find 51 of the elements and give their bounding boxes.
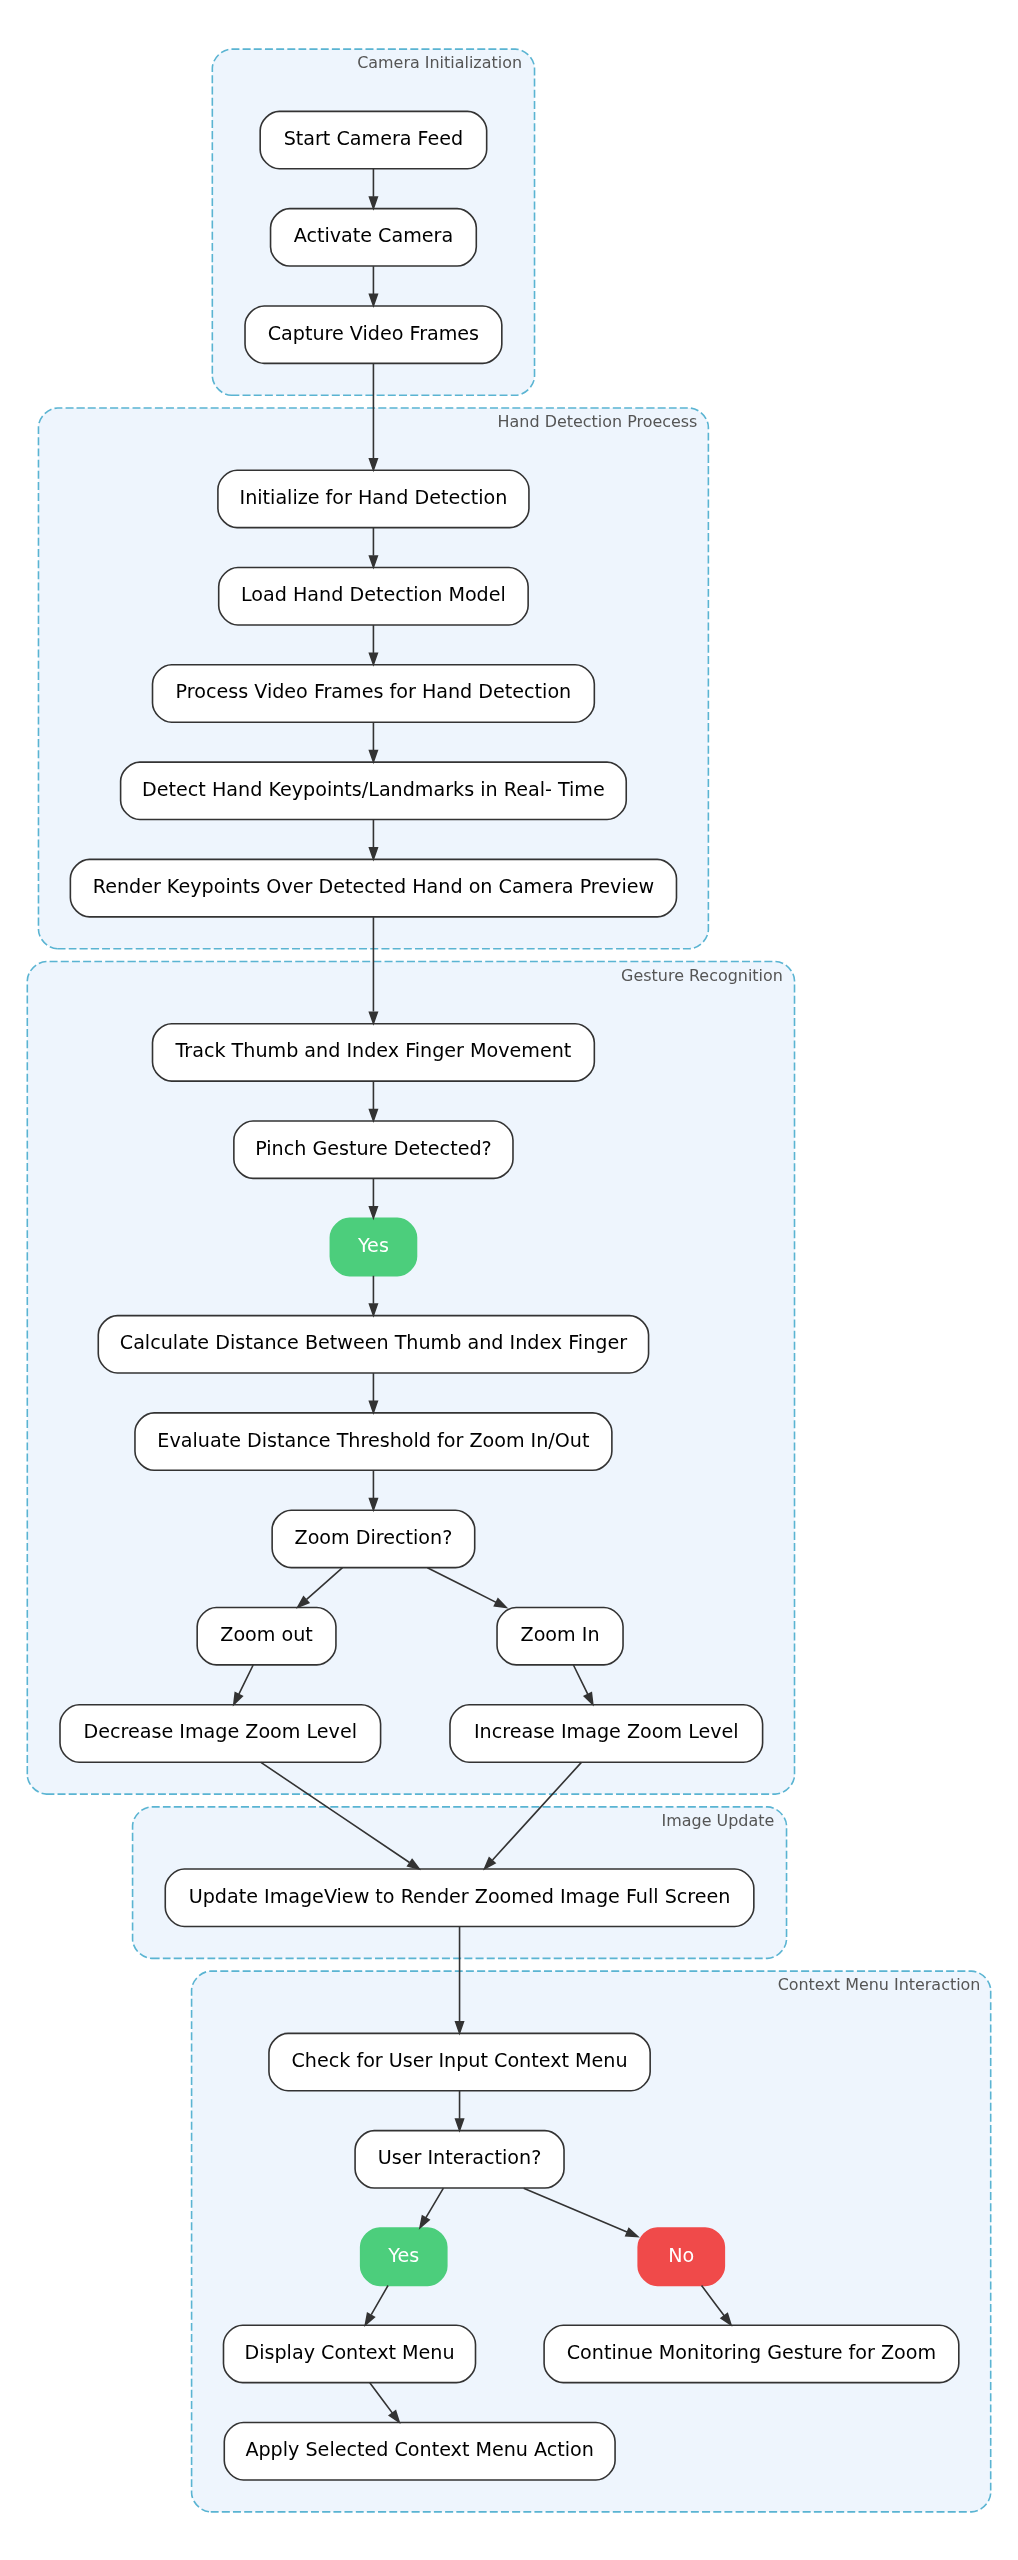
arrow bbox=[454, 2089, 465, 2133]
node-box: Detect Hand Keypoints/Landmarks in Real- Time bbox=[119, 760, 628, 820]
node-box: Apply Selected Context Menu Action bbox=[223, 2421, 616, 2481]
arrow bbox=[454, 1925, 465, 2035]
node-box: Evaluate Distance Threshold for Zoom In/Out bbox=[134, 1411, 613, 1471]
node-box: Zoom In bbox=[496, 1606, 624, 1666]
arrow bbox=[572, 1663, 594, 1707]
arrow bbox=[295, 1566, 344, 1609]
node-box: Track Thumb and Index Finger Movement bbox=[151, 1022, 596, 1082]
arrow bbox=[368, 623, 379, 667]
arrow bbox=[364, 2284, 389, 2327]
arrow bbox=[368, 1079, 379, 1123]
node-box: Yes bbox=[329, 1217, 418, 1276]
node-box: Initialize for Hand Detection bbox=[217, 468, 530, 528]
arrow bbox=[368, 721, 379, 764]
node-box: No bbox=[637, 2226, 726, 2286]
arrow bbox=[418, 2186, 445, 2230]
node-box: Process Video Frames for Hand Detection bbox=[151, 663, 596, 723]
arrow bbox=[368, 1371, 379, 1415]
arrow bbox=[482, 1761, 583, 1870]
node-box: Activate Camera bbox=[269, 207, 478, 267]
arrow bbox=[368, 1469, 379, 1512]
node-box: Update ImageView to Render Zoomed Image Full Screen bbox=[164, 1867, 755, 1927]
node-box: Zoom out bbox=[196, 1606, 337, 1666]
node-box: Calculate Distance Between Thumb and Index Finger bbox=[97, 1314, 650, 1374]
node-box: Capture Video Frames bbox=[244, 304, 503, 364]
arrow bbox=[700, 2284, 733, 2327]
arrow bbox=[369, 2381, 401, 2424]
arrow bbox=[426, 1566, 509, 1608]
node-box: Render Keypoints Over Detected Hand on Camera Preview bbox=[69, 858, 678, 918]
arrow bbox=[368, 818, 379, 861]
node-box: Yes bbox=[359, 2226, 448, 2286]
arrow bbox=[368, 526, 379, 570]
node-box: Decrease Image Zoom Level bbox=[59, 1703, 382, 1763]
node-box: Zoom Direction? bbox=[271, 1508, 476, 1568]
arrow bbox=[368, 915, 379, 1026]
node-box: Start Camera Feed bbox=[259, 110, 488, 170]
arrow bbox=[368, 264, 379, 308]
node-box: User Interaction? bbox=[354, 2129, 565, 2189]
arrow bbox=[232, 1663, 254, 1707]
arrow bbox=[522, 2186, 640, 2237]
node-box: Load Hand Detection Model bbox=[217, 566, 529, 626]
arrow bbox=[368, 1177, 379, 1220]
arrow bbox=[368, 362, 379, 472]
node-box: Check for User Input Context Menu bbox=[268, 2032, 651, 2092]
node-box: Pinch Gesture Detected? bbox=[233, 1119, 514, 1179]
arrow bbox=[368, 167, 379, 211]
node-box: Continue Monitoring Gesture for Zoom bbox=[543, 2323, 960, 2383]
node-box: Increase Image Zoom Level bbox=[449, 1703, 764, 1763]
arrow bbox=[368, 1274, 379, 1318]
node-box: Display Context Menu bbox=[222, 2323, 477, 2383]
